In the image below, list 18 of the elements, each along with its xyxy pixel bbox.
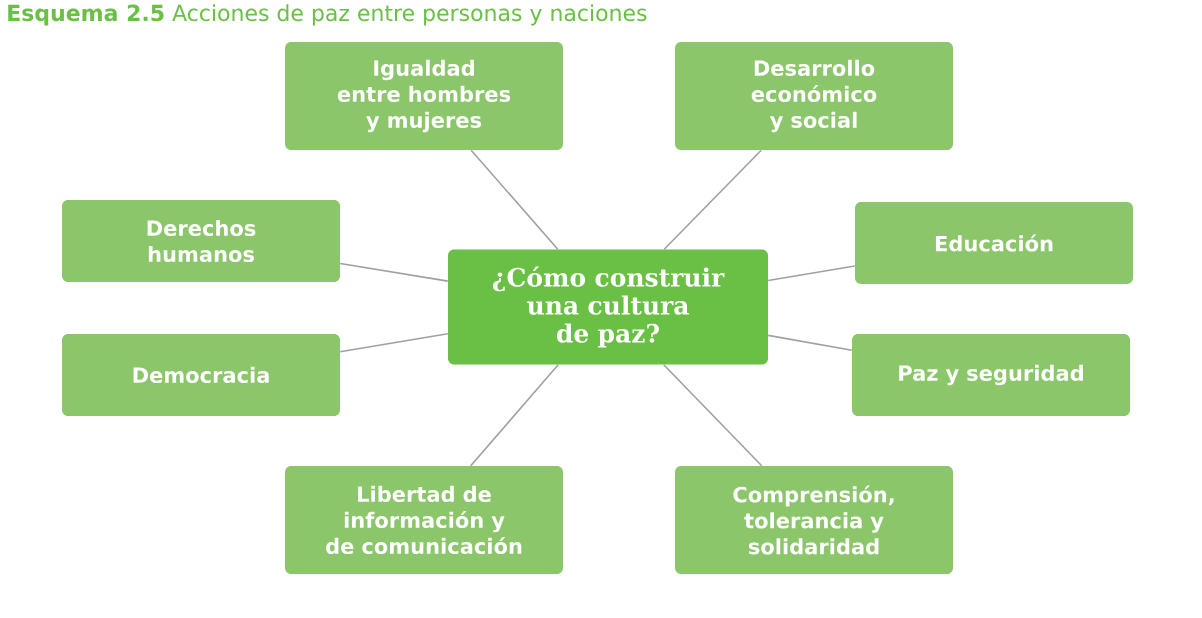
topic-box: Paz y seguridad xyxy=(852,334,1130,416)
title: Esquema 2.5 Acciones de paz entre personas y naciones xyxy=(8,4,647,26)
connector-line xyxy=(339,332,449,353)
connector-line xyxy=(339,262,449,282)
connector-line xyxy=(767,265,856,282)
connector-line xyxy=(767,334,853,352)
topic-box: Democracia xyxy=(62,334,340,416)
connector-line xyxy=(663,149,762,251)
topic-box: Educación xyxy=(855,202,1133,284)
topic-box: Igualdad entre hombres y mujeres xyxy=(285,42,563,150)
topic-box: Desarrollo económico y social xyxy=(675,42,953,150)
connector-line xyxy=(470,149,559,251)
topic-box: Derechos humanos xyxy=(62,200,340,282)
topic-box: Libertad de información y de comunicación xyxy=(285,466,563,574)
connector-line xyxy=(662,363,763,467)
topic-box: Comprensión, tolerancia y solidaridad xyxy=(675,466,953,574)
connector-line xyxy=(469,363,559,467)
question-box: ¿Cómo construir una cultura de paz? xyxy=(448,249,768,365)
